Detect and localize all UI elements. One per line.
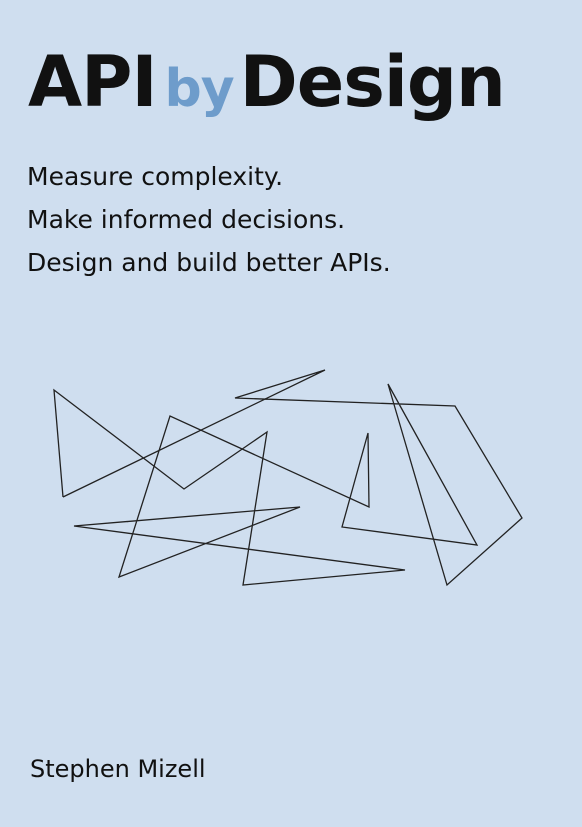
title-api: API [28,41,158,123]
author-name: Stephen Mizell [30,755,206,783]
title-by: by [164,59,235,119]
tagline-2: Make informed decisions. [27,205,346,234]
tagline-1: Measure complexity. [27,162,284,191]
zigzag-line-1 [53,369,523,587]
taglines: Measure complexity. Make informed decisi… [27,155,391,284]
title-design: Design [239,41,506,123]
tagline-3: Design and build better APIs. [27,248,391,277]
